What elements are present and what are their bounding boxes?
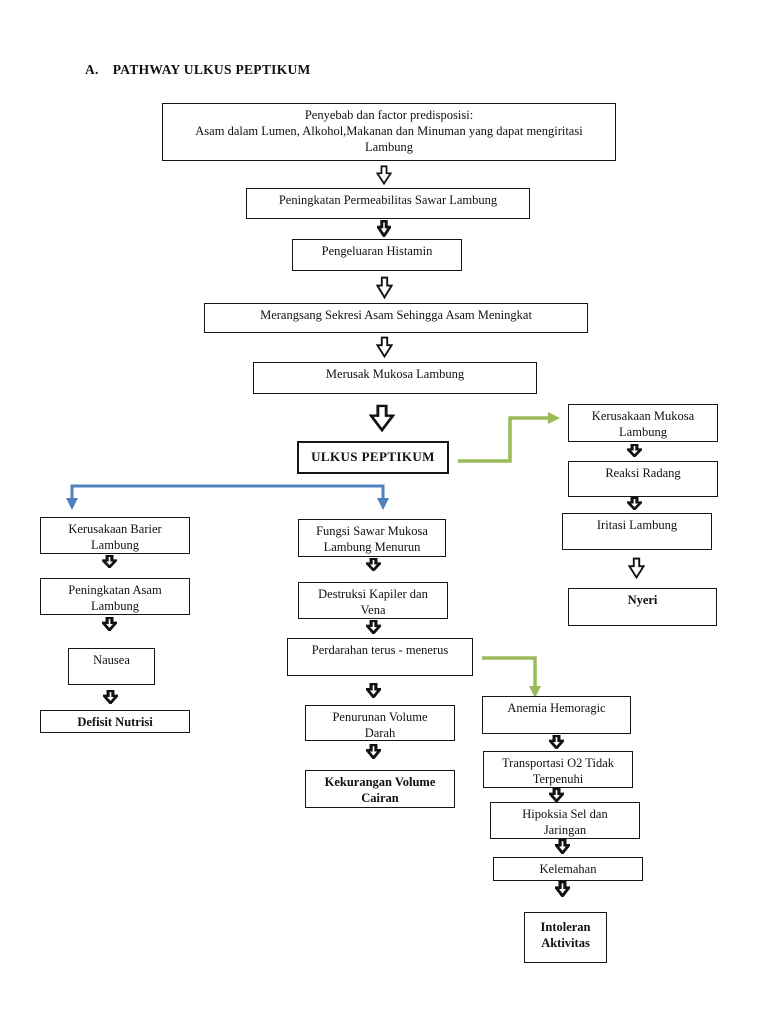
- green-elbow-connector-right: [458, 412, 560, 463]
- down-arrow-icon: [369, 404, 395, 432]
- title-marker: A.: [85, 62, 99, 77]
- node-pengeluaran-histamin: Pengeluaran Histamin: [292, 239, 462, 271]
- node-hipoksia: Hipoksia Sel dan Jaringan: [490, 802, 640, 839]
- down-arrow-icon: [377, 220, 391, 237]
- node-penurunan-volume: Penurunan Volume Darah: [305, 705, 455, 741]
- down-arrow-icon: [549, 735, 564, 749]
- blue-branch-connector: [66, 484, 389, 510]
- node-defisit-nutrisi: Defisit Nutrisi: [40, 710, 190, 733]
- down-arrow-icon: [376, 165, 392, 185]
- node-merangsang-sekresi: Merangsang Sekresi Asam Sehingga Asam Me…: [204, 303, 588, 333]
- node-peningkatan-permeabilitas: Peningkatan Permeabilitas Sawar Lambung: [246, 188, 530, 219]
- down-arrow-icon: [366, 558, 381, 571]
- node-perdarahan: Perdarahan terus - menerus: [287, 638, 473, 676]
- down-arrow-icon: [376, 336, 393, 358]
- down-arrow-icon: [628, 557, 645, 579]
- node-kelemahan: Kelemahan: [493, 857, 643, 881]
- down-arrow-icon: [627, 444, 642, 457]
- node-nausea: Nausea: [68, 648, 155, 685]
- down-arrow-icon: [366, 744, 381, 759]
- node-ulkus-peptikum: ULKUS PEPTIKUM: [297, 441, 449, 474]
- down-arrow-icon: [102, 617, 117, 631]
- page-title: A. PATHWAY ULKUS PEPTIKUM: [85, 62, 311, 78]
- node-kekurangan-volume: Kekurangan Volume Cairan: [305, 770, 455, 808]
- node-nyeri: Nyeri: [568, 588, 717, 626]
- node-kerusakaan-mukosa: Kerusakaan Mukosa Lambung: [568, 404, 718, 442]
- node-kerusakaan-barier: Kerusakaan Barier Lambung: [40, 517, 190, 554]
- down-arrow-icon: [627, 497, 642, 510]
- node-peningkatan-asam: Peningkatan Asam Lambung: [40, 578, 190, 615]
- down-arrow-icon: [555, 839, 570, 854]
- down-arrow-icon: [555, 881, 570, 897]
- node-destruksi-kapiler: Destruksi Kapiler dan Vena: [298, 582, 448, 619]
- node-transportasi: Transportasi O2 Tidak Terpenuhi: [483, 751, 633, 788]
- node-fungsi-sawar: Fungsi Sawar Mukosa Lambung Menurun: [298, 519, 446, 557]
- down-arrow-icon: [376, 276, 393, 299]
- node-merusak-mukosa: Merusak Mukosa Lambung: [253, 362, 537, 394]
- green-elbow-connector-down: [482, 656, 541, 698]
- down-arrow-icon: [103, 690, 118, 704]
- node-penyebab: Penyebab dan factor predisposisi: Asam d…: [162, 103, 616, 161]
- node-intoleran: Intoleran Aktivitas: [524, 912, 607, 963]
- down-arrow-icon: [366, 620, 381, 634]
- node-reaksi-radang: Reaksi Radang: [568, 461, 718, 497]
- down-arrow-icon: [549, 788, 564, 802]
- down-arrow-icon: [366, 683, 381, 698]
- node-anemia: Anemia Hemoragic: [482, 696, 631, 734]
- title-text: PATHWAY ULKUS PEPTIKUM: [112, 62, 311, 77]
- down-arrow-icon: [102, 555, 117, 568]
- node-iritasi-lambung: Iritasi Lambung: [562, 513, 712, 550]
